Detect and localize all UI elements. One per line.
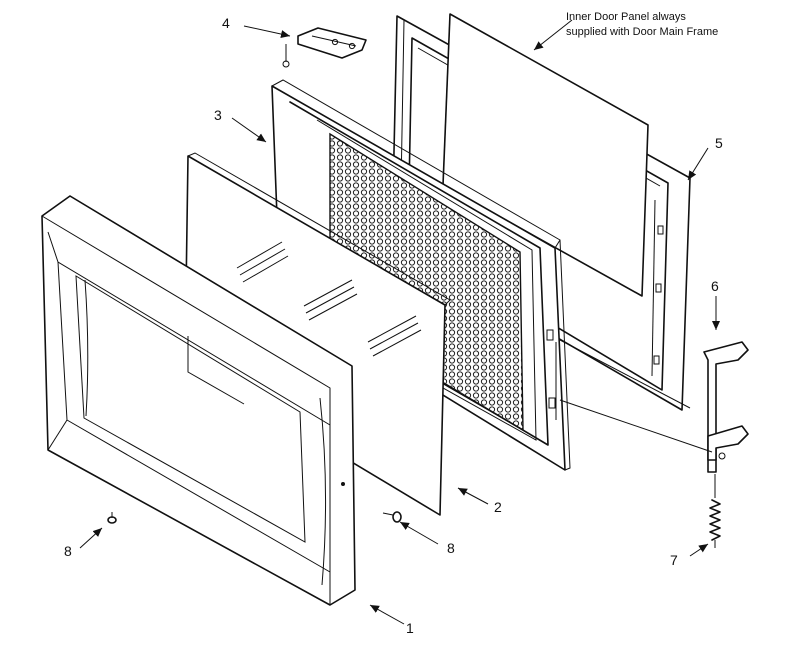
- note-line-2: supplied with Door Main Frame: [566, 26, 718, 38]
- callout-part-1: 1: [406, 620, 414, 636]
- door-bracket: [282, 27, 367, 68]
- inner-door-panel: [391, 13, 691, 411]
- callout-part-5: 5: [715, 135, 723, 151]
- door-latch: [703, 341, 749, 473]
- door-main-frame: [271, 79, 571, 471]
- frame-connector-line: [559, 339, 691, 409]
- latch-connector-line: [559, 399, 713, 453]
- callout-part-2: 2: [494, 499, 502, 515]
- callout-part-6: 6: [711, 278, 719, 294]
- outer-door-panel: [41, 195, 356, 606]
- screw-right: [382, 511, 402, 523]
- note-line-1: Inner Door Panel always: [566, 11, 686, 23]
- leader-arrows: [79, 19, 720, 625]
- callout-part-4: 4: [222, 15, 230, 31]
- screw-left: [107, 512, 117, 524]
- callout-part-8-left: 8: [64, 543, 72, 559]
- callout-part-7: 7: [670, 552, 678, 568]
- callout-part-3: 3: [214, 107, 222, 123]
- latch-spring: [709, 474, 721, 548]
- callout-part-8-right: 8: [447, 540, 455, 556]
